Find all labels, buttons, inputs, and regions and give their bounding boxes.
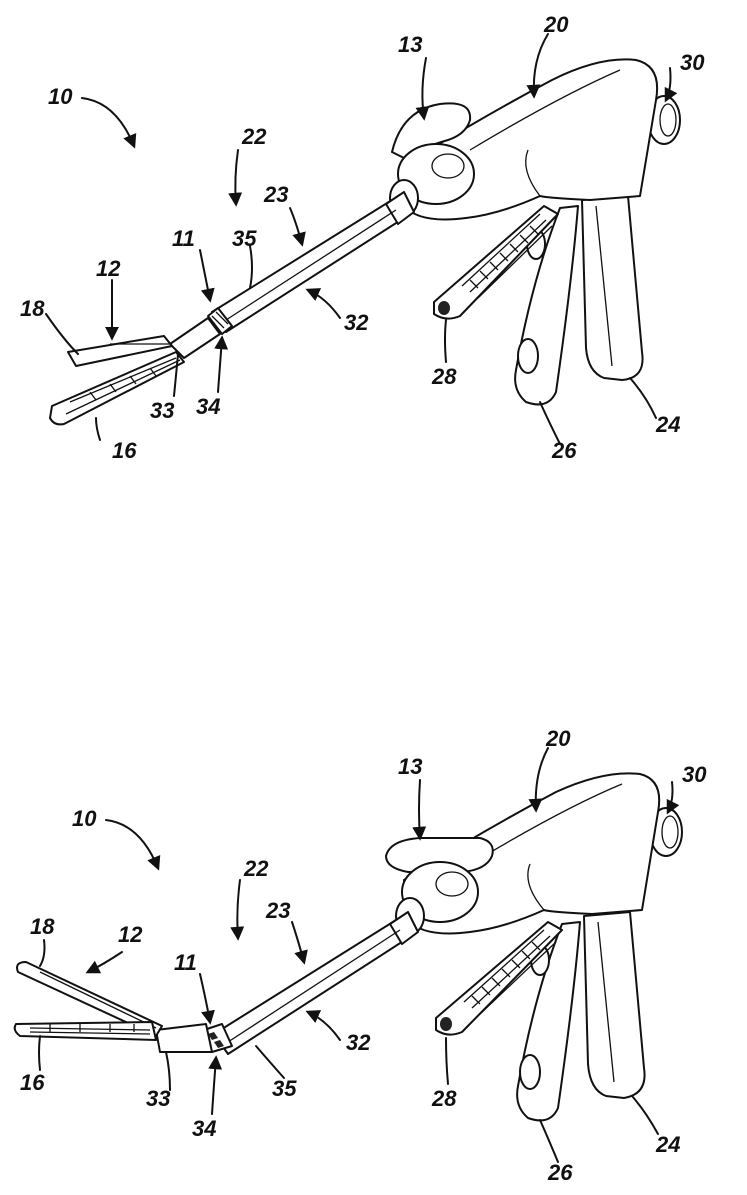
stationary-grip: [582, 196, 643, 380]
label-joint-lower: 33: [146, 1086, 170, 1111]
label-handle: 20: [545, 726, 571, 751]
label-joint-ring: 34: [192, 1116, 216, 1141]
shaft: [214, 912, 418, 1054]
joint-collar: [156, 1024, 232, 1052]
label-trigger: 26: [547, 1160, 573, 1185]
cartridge: [15, 1022, 156, 1040]
label-anvil: 18: [30, 914, 55, 939]
label-shaft-arrow: 22: [243, 856, 269, 881]
stationary-grip: [584, 912, 645, 1098]
label-anvil: 18: [20, 296, 45, 321]
label-end-effector: 12: [118, 922, 143, 947]
label-cartridge: 16: [112, 438, 137, 463]
label-shaft-arrow: 22: [241, 124, 267, 149]
label-end-effector: 12: [96, 256, 121, 281]
label-rack: 28: [431, 1086, 457, 1111]
label-knob: 13: [398, 754, 422, 779]
end-effector: [15, 962, 162, 1040]
label-shaft-body: 32: [344, 310, 369, 335]
label-shaft-body: 32: [346, 1030, 371, 1055]
label-pivot: 11: [174, 950, 197, 975]
label-shaft-tube: 23: [265, 898, 290, 923]
label-cartridge: 16: [20, 1070, 45, 1095]
label-joint-lower: 33: [150, 398, 174, 423]
joint-collar: [170, 308, 232, 358]
label-shaft-outer: 35: [272, 1076, 297, 1101]
label-assembly: 10: [48, 84, 73, 109]
label-pivot: 11: [172, 226, 195, 251]
label-release-button: 30: [682, 762, 707, 787]
label-stationary-grip: 24: [655, 1132, 680, 1157]
shaft: [212, 192, 414, 332]
label-assembly: 10: [72, 806, 97, 831]
label-joint-ring: 34: [196, 394, 220, 419]
figure-articulated: 10 13 20 30 22 23 18 12 11 32 16 33 35 3…: [15, 726, 708, 1185]
figure-straight: 10 13 20 30 22 23 35 11 12 18 32 33 34 1…: [20, 12, 705, 463]
label-stationary-grip: 24: [655, 412, 680, 437]
label-rack: 28: [431, 364, 457, 389]
label-release-button: 30: [680, 50, 705, 75]
label-shaft-tube: 23: [263, 182, 288, 207]
label-handle: 20: [543, 12, 569, 37]
label-shaft-outer: 35: [232, 226, 257, 251]
label-knob: 13: [398, 32, 422, 57]
label-trigger: 26: [551, 438, 577, 463]
